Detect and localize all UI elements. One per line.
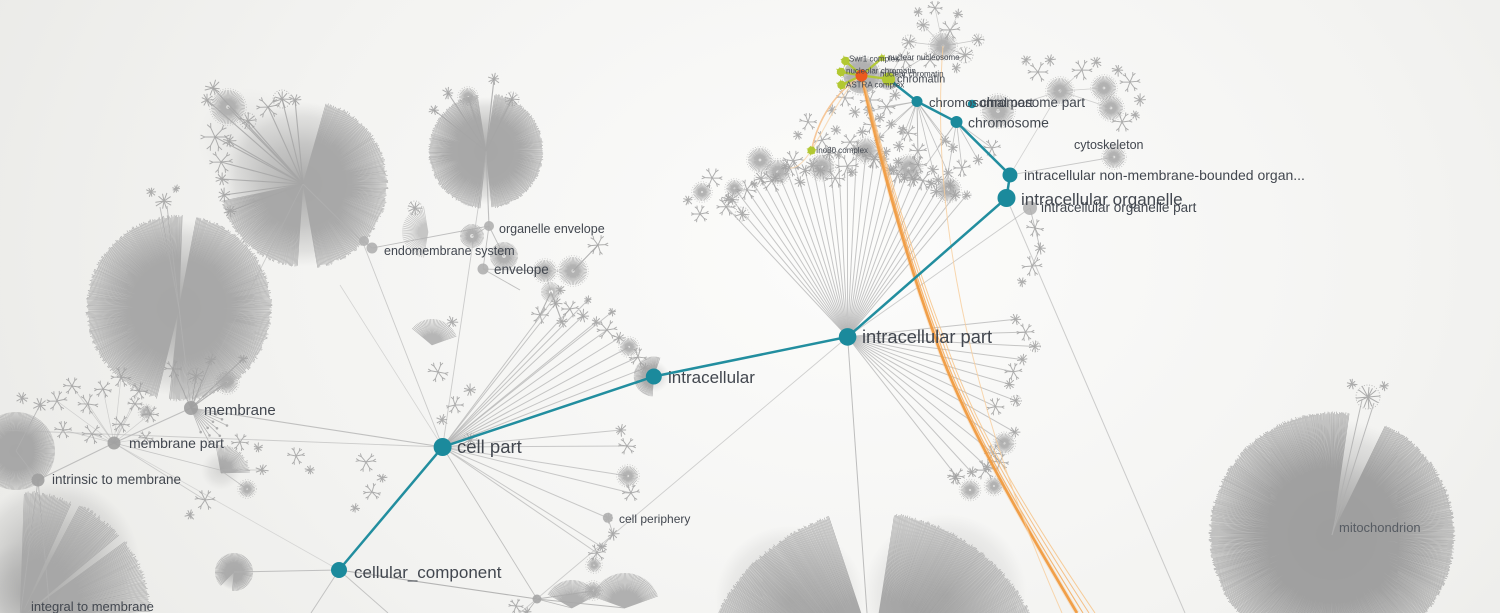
svg-text:nucleolar chromatin: nucleolar chromatin bbox=[846, 67, 916, 76]
svg-text:chromosome: chromosome bbox=[968, 115, 1049, 131]
svg-text:chromatin: chromatin bbox=[897, 74, 945, 86]
svg-text:mitochondrion: mitochondrion bbox=[1339, 520, 1421, 535]
svg-text:cytoskeleton: cytoskeleton bbox=[1074, 138, 1144, 152]
svg-text:intracellular non-membrane-bou: intracellular non-membrane-bounded organ… bbox=[1024, 167, 1305, 183]
svg-text:nuclear chromatin: nuclear chromatin bbox=[880, 70, 944, 79]
svg-text:cell periphery: cell periphery bbox=[619, 512, 690, 526]
svg-text:intracellular: intracellular bbox=[668, 368, 755, 387]
svg-text:membrane part: membrane part bbox=[129, 435, 224, 451]
svg-text:intracellular organelle: intracellular organelle bbox=[1021, 190, 1183, 209]
svg-text:intrinsic to membrane: intrinsic to membrane bbox=[52, 472, 181, 487]
svg-text:nuclear nucleosome: nuclear nucleosome bbox=[888, 53, 960, 62]
svg-text:chromosome part: chromosome part bbox=[980, 95, 1085, 110]
svg-text:intracellular part: intracellular part bbox=[862, 326, 992, 347]
svg-text:endomembrane system: endomembrane system bbox=[384, 244, 515, 258]
svg-text:cell part: cell part bbox=[457, 436, 522, 457]
svg-text:intracellular organelle part: intracellular organelle part bbox=[1041, 200, 1197, 215]
svg-text:organelle envelope: organelle envelope bbox=[499, 222, 605, 236]
svg-text:Ino80 complex: Ino80 complex bbox=[816, 146, 868, 155]
svg-text:envelope: envelope bbox=[494, 262, 549, 277]
svg-text:ASTRA complex: ASTRA complex bbox=[846, 81, 904, 90]
svg-text:chromosomal part: chromosomal part bbox=[929, 95, 1033, 110]
svg-text:cellular_component: cellular_component bbox=[354, 563, 502, 582]
svg-text:Swr1 complex: Swr1 complex bbox=[849, 55, 899, 64]
svg-text:integral to membrane: integral to membrane bbox=[31, 599, 154, 613]
svg-text:membrane: membrane bbox=[204, 402, 276, 419]
